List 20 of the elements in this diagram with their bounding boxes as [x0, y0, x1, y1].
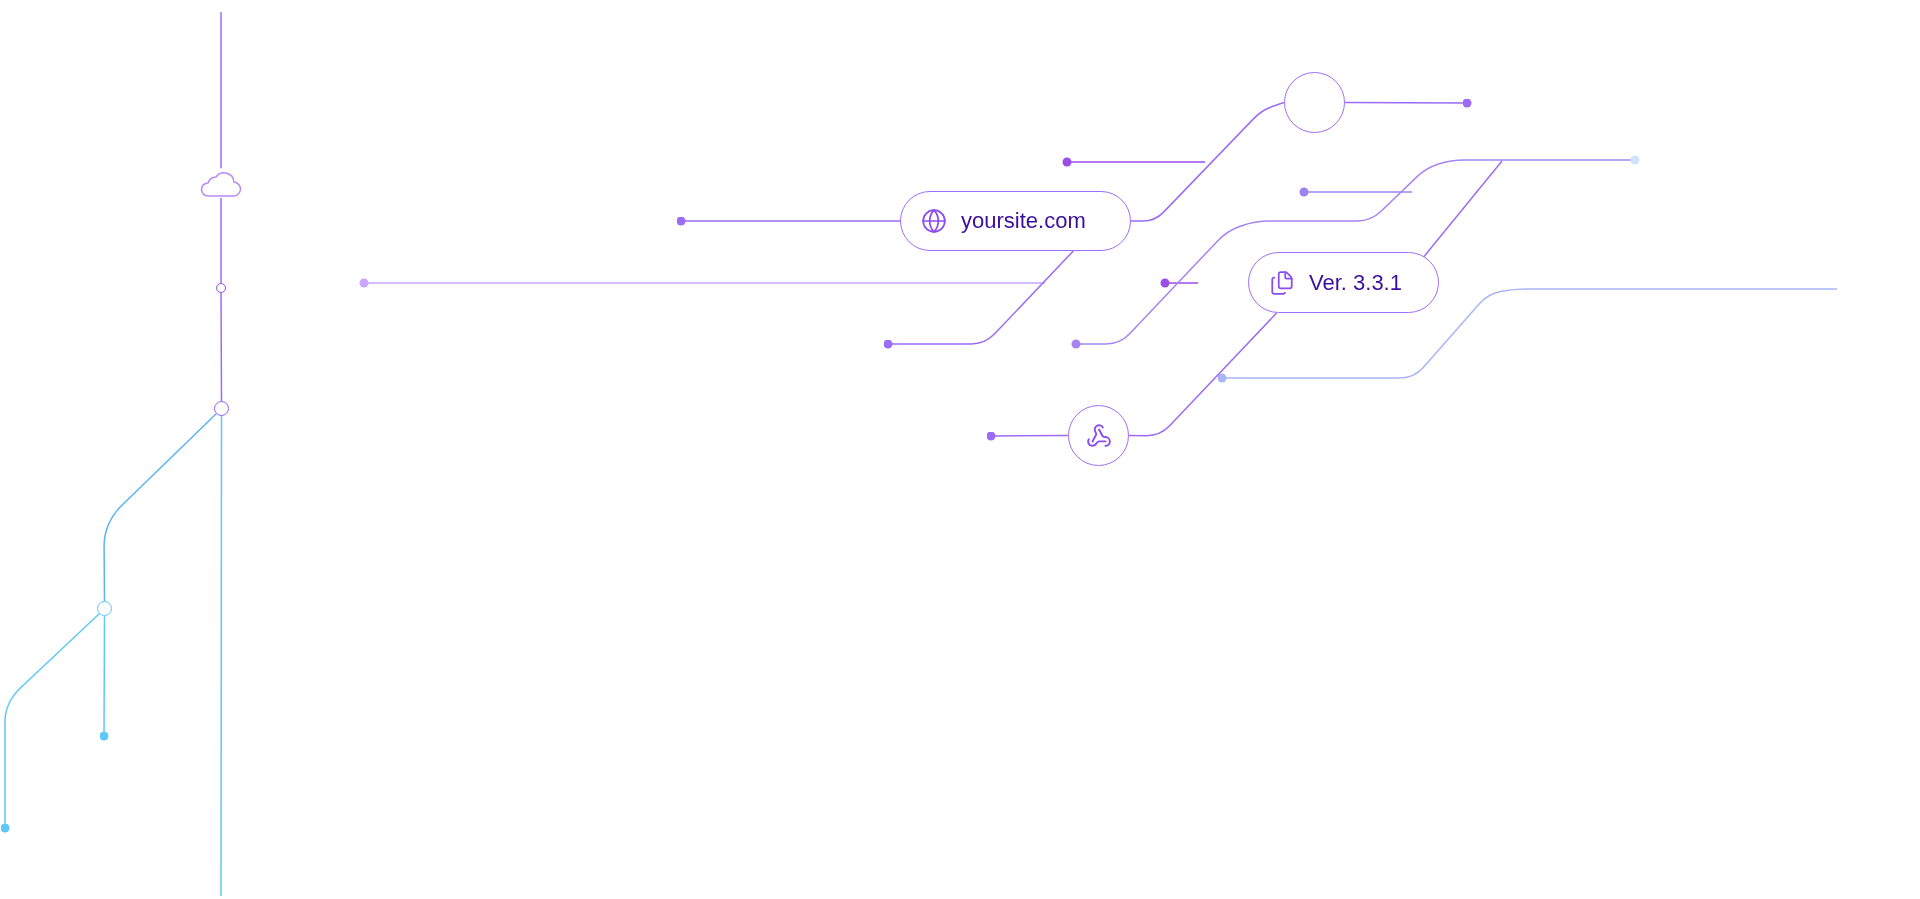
connector-line: [103, 413, 217, 602]
connector-line: [1130, 101, 1285, 222]
circle-node: [97, 601, 112, 616]
connector-line: [220, 197, 222, 284]
connector-line: [220, 11, 222, 170]
connector-line: [1344, 98, 1472, 108]
connector-line: [676, 216, 901, 226]
connector-line: [0, 613, 100, 833]
connector-line: [883, 250, 1074, 349]
connector-line: [99, 615, 109, 741]
connector-line: [220, 292, 223, 402]
connector-line: [1422, 160, 1503, 258]
pill-label: yoursite.com: [961, 208, 1086, 234]
connector-line: [1128, 312, 1278, 437]
connector-line: [986, 431, 1069, 441]
pill-label: Ver. 3.3.1: [1309, 269, 1402, 296]
connector-line: [220, 415, 223, 897]
label-pill: [900, 191, 1131, 251]
circle-node: [214, 401, 229, 416]
circle-node: [216, 283, 226, 293]
